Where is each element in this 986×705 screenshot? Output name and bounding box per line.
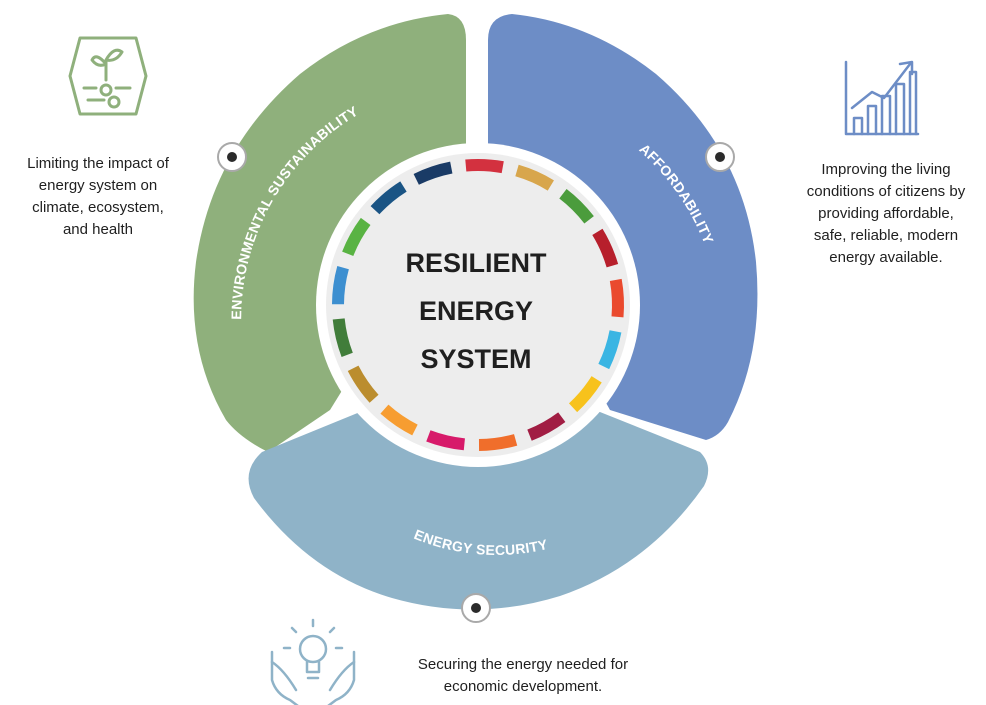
sdg-ring-arc <box>332 266 349 305</box>
sdg-ring-arc <box>465 159 504 174</box>
energy-security-description-line: Securing the energy needed for <box>417 656 629 673</box>
environmental-sustainability-description: Limiting the impact of energy system on … <box>2 153 194 241</box>
environmental-description-line: Limiting the impact of <box>27 155 169 172</box>
plant-sprout-icon <box>68 36 148 116</box>
sdg-ring-arc <box>598 330 622 370</box>
affordability-connector-dot <box>705 142 735 172</box>
sdg-ring-arc <box>370 181 407 215</box>
sdg-ring-arc <box>527 412 566 441</box>
affordability-description: Improving the living conditions of citiz… <box>788 159 984 269</box>
sdg-ring-arc <box>347 365 379 403</box>
sdg-ring-arc <box>426 430 466 451</box>
sdg-ring-arc <box>413 161 453 185</box>
center-disc <box>326 153 630 457</box>
sdg-ring-arc <box>559 188 594 224</box>
environmental-description-line: and health <box>62 221 134 238</box>
affordability-description-line: providing affordable, <box>818 205 954 222</box>
lightbulb-hands-icon <box>270 618 356 705</box>
growth-bar-chart-icon <box>844 60 920 136</box>
affordability-description-line: safe, reliable, modern <box>813 227 959 244</box>
environmental-sustainability-segment <box>193 14 466 452</box>
sdg-ring-arc <box>515 164 554 191</box>
affordability-segment <box>488 14 758 440</box>
center-title-line-3: SYSTEM <box>420 344 531 374</box>
sdg-ring-arc <box>609 278 624 318</box>
environmental-description-line: energy system on <box>38 177 158 194</box>
environmental-description-line: climate, ecosystem, <box>32 199 164 216</box>
energy-security-description-line: economic development. <box>443 678 603 695</box>
sdg-color-ring <box>332 159 624 451</box>
center-title-line-1: RESILIENT <box>405 248 547 278</box>
sdg-ring-arc <box>342 217 371 257</box>
sdg-ring-arc <box>568 375 602 413</box>
center-title-line-2: ENERGY <box>419 296 533 326</box>
affordability-description-line: Improving the living <box>821 161 951 178</box>
affordability-description-line: conditions of citizens by <box>806 183 966 200</box>
energy-security-segment <box>248 412 709 610</box>
environmental-connector-dot <box>217 142 247 172</box>
sdg-ring-arc <box>380 404 418 436</box>
sdg-ring-arc <box>592 228 619 268</box>
energy-security-connector-dot <box>461 593 491 623</box>
energy-security-description: Securing the energy needed for economic … <box>392 654 654 698</box>
affordability-description-line: energy available. <box>829 249 943 266</box>
sdg-ring-arc <box>478 434 518 451</box>
sdg-ring-arc <box>332 318 353 358</box>
